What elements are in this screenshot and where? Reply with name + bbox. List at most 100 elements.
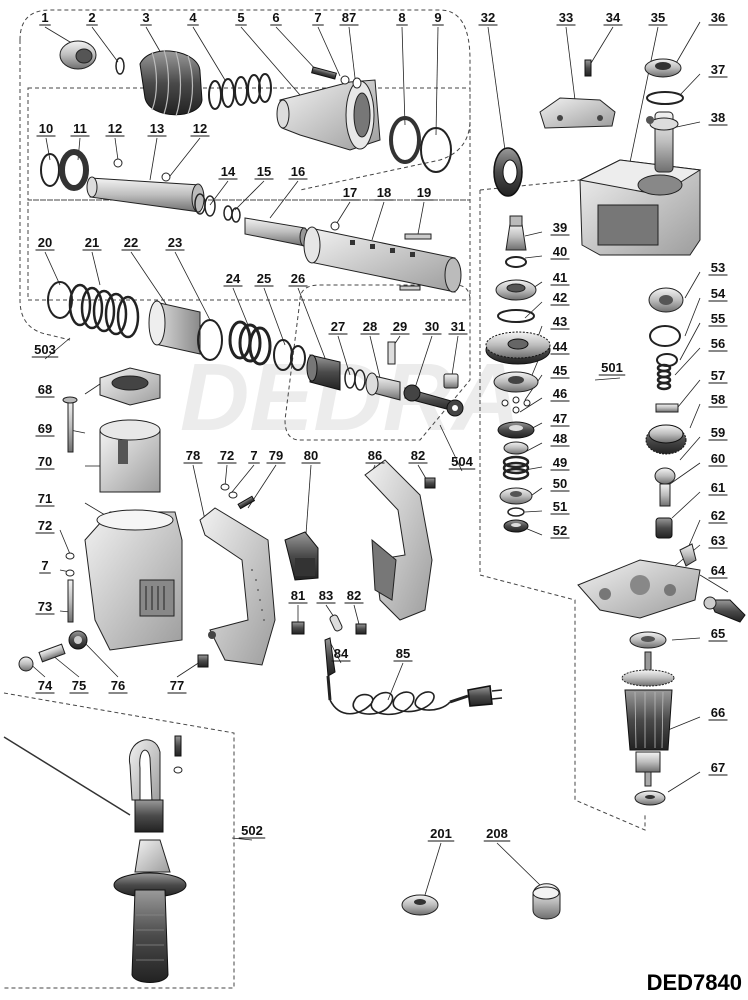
part-78-handle-half — [199, 507, 276, 666]
part-41-bearing — [495, 279, 537, 301]
part-label-82: 82 — [411, 448, 425, 463]
part-label-55: 55 — [711, 311, 725, 326]
part-63-cover-plate — [577, 559, 701, 619]
part-50-gear — [499, 487, 533, 505]
part-label-59: 59 — [711, 425, 725, 440]
part-label-11: 11 — [73, 121, 87, 136]
part-12-ball — [113, 158, 123, 168]
part-75-brush — [38, 643, 66, 663]
part-38-selector — [646, 111, 679, 173]
part-label-85: 85 — [396, 646, 410, 661]
part-label-53: 53 — [711, 260, 725, 275]
part-49-spring — [502, 455, 530, 481]
part-18-cylinder — [303, 226, 462, 293]
part-53-bearing — [648, 287, 684, 313]
part-label-64: 64 — [711, 563, 726, 578]
part-19-pin — [404, 233, 432, 240]
part-60-pin — [659, 483, 671, 507]
part-80-trigger — [284, 531, 319, 581]
part-label-35: 35 — [651, 10, 665, 25]
part-label-21: 21 — [85, 235, 99, 250]
part-label-72: 72 — [38, 518, 52, 533]
part-label-60: 60 — [711, 451, 725, 466]
part-22-sleeve — [148, 300, 201, 355]
part-label-39: 39 — [553, 220, 567, 235]
part-73-bolt — [67, 579, 74, 623]
part-label-502: 502 — [241, 823, 263, 838]
part-label-82: 82 — [347, 588, 361, 603]
part-label-54: 54 — [711, 286, 726, 301]
part-42-ring — [497, 309, 535, 323]
part-label-17: 17 — [343, 185, 357, 200]
part-7-washer-left — [65, 569, 75, 577]
part-label-56: 56 — [711, 336, 725, 351]
part-label-34: 34 — [606, 10, 621, 25]
part-14-oring-set — [194, 193, 216, 217]
part-1-cap — [59, 40, 97, 70]
part-label-67: 67 — [711, 760, 725, 775]
part-47-bearing — [497, 421, 535, 439]
part-label-23: 23 — [168, 235, 182, 250]
part-65-bearing — [629, 631, 667, 649]
part-label-12: 12 — [108, 121, 122, 136]
part-28-piston — [365, 372, 401, 401]
part-72-washer — [65, 552, 75, 560]
part-36-nut — [644, 58, 682, 78]
part-69-bolt — [67, 399, 74, 453]
part-label-86: 86 — [368, 448, 382, 463]
part-69-bolt-head — [62, 396, 78, 404]
part-label-42: 42 — [553, 290, 567, 305]
part-label-66: 66 — [711, 705, 725, 720]
part-87-washer — [352, 77, 362, 89]
part-68-bearing-plate — [99, 367, 161, 406]
part-label-32: 32 — [481, 10, 495, 25]
part-502-side-handle — [3, 735, 187, 983]
part-label-74: 74 — [38, 678, 53, 693]
part-56-spring — [656, 363, 672, 391]
part-7-washer — [340, 75, 350, 85]
part-label-72: 72 — [220, 448, 234, 463]
part-label-26: 26 — [291, 271, 305, 286]
part-label-84: 84 — [334, 646, 349, 661]
part-54-circlip — [649, 325, 681, 347]
part-label-36: 36 — [711, 10, 725, 25]
part-label-87: 87 — [342, 10, 356, 25]
part-label-58: 58 — [711, 392, 725, 407]
part-label-69: 69 — [38, 421, 52, 436]
part-label-79: 79 — [269, 448, 283, 463]
part-82-screw — [424, 477, 436, 489]
part-25-rings — [273, 339, 306, 371]
part-70-sleeve — [99, 419, 161, 493]
part-67-bearing — [634, 790, 666, 806]
part-61-bearing — [655, 517, 673, 539]
part-label-28: 28 — [363, 319, 377, 334]
part-12-ball-2 — [161, 172, 171, 182]
part-label-38: 38 — [711, 110, 725, 125]
part-label-48: 48 — [553, 431, 567, 446]
part-31-bushing — [443, 373, 459, 389]
part-77-screw — [197, 654, 209, 668]
part-4-spring — [208, 73, 272, 110]
part-57-key — [655, 403, 679, 413]
part-71-motor-housing — [84, 509, 183, 651]
part-74-cap — [18, 656, 34, 672]
part-label-4: 4 — [189, 10, 197, 25]
part-label-78: 78 — [186, 448, 200, 463]
part-85-power-cord — [329, 685, 503, 716]
part-79-screw — [237, 495, 256, 510]
part-label-2: 2 — [88, 10, 95, 25]
part-label-5: 5 — [237, 10, 244, 25]
part-label-41: 41 — [553, 270, 567, 285]
part-label-46: 46 — [553, 386, 567, 401]
part-label-501: 501 — [601, 360, 623, 375]
part-label-73: 73 — [38, 599, 52, 614]
part-52-bearing — [503, 519, 529, 533]
part-label-22: 22 — [124, 235, 138, 250]
part-37-oring — [646, 91, 684, 105]
part-label-7: 7 — [41, 558, 48, 573]
part-label-37: 37 — [711, 62, 725, 77]
part-5-tool-holder — [276, 79, 381, 151]
part-35-gear-housing — [578, 159, 702, 256]
part-label-7: 7 — [314, 10, 321, 25]
part-label-1: 1 — [41, 10, 48, 25]
